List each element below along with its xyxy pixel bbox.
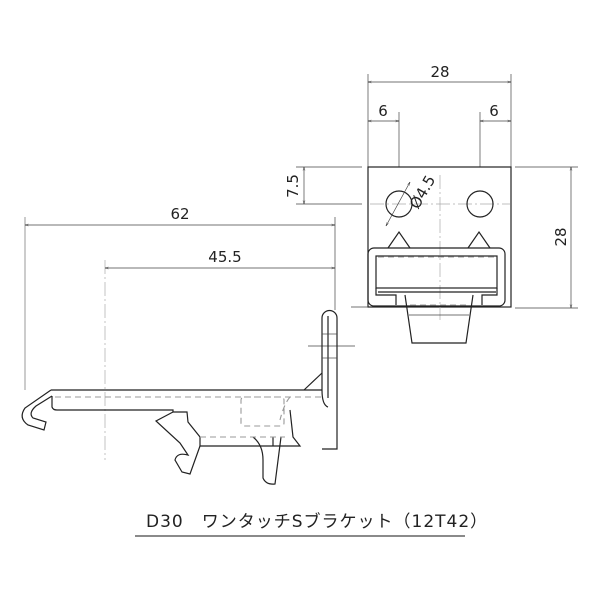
drawing-title: D30 ワンタッチSブラケット（12T42） bbox=[146, 511, 488, 532]
dimension-hole-offset: 7.5 bbox=[284, 166, 362, 205]
dim-label-left-offset: 6 bbox=[378, 102, 388, 120]
dim-label-top-width: 28 bbox=[430, 63, 449, 81]
front-view: Ø4.5 bbox=[351, 166, 512, 344]
dimension-reach: 45.5 bbox=[104, 248, 336, 460]
dim-label-hole-offset: 7.5 bbox=[284, 174, 302, 198]
dim-label-right-offset: 6 bbox=[489, 102, 499, 120]
dim-label-reach: 45.5 bbox=[208, 248, 241, 266]
dimension-overall-length: 62 bbox=[24, 205, 336, 390]
dim-label-height: 28 bbox=[552, 227, 570, 246]
side-view bbox=[21, 309, 355, 485]
dimension-top-width: 28 bbox=[367, 63, 512, 167]
mounting-hole-right bbox=[466, 190, 494, 218]
title-block: D30 ワンタッチSブラケット（12T42） bbox=[135, 511, 488, 537]
dimension-offsets: 6 6 bbox=[367, 102, 512, 167]
dim-label-hole-diameter: Ø4.5 bbox=[406, 172, 439, 212]
dimension-height: 28 bbox=[515, 166, 578, 309]
dim-label-overall-length: 62 bbox=[170, 205, 189, 223]
